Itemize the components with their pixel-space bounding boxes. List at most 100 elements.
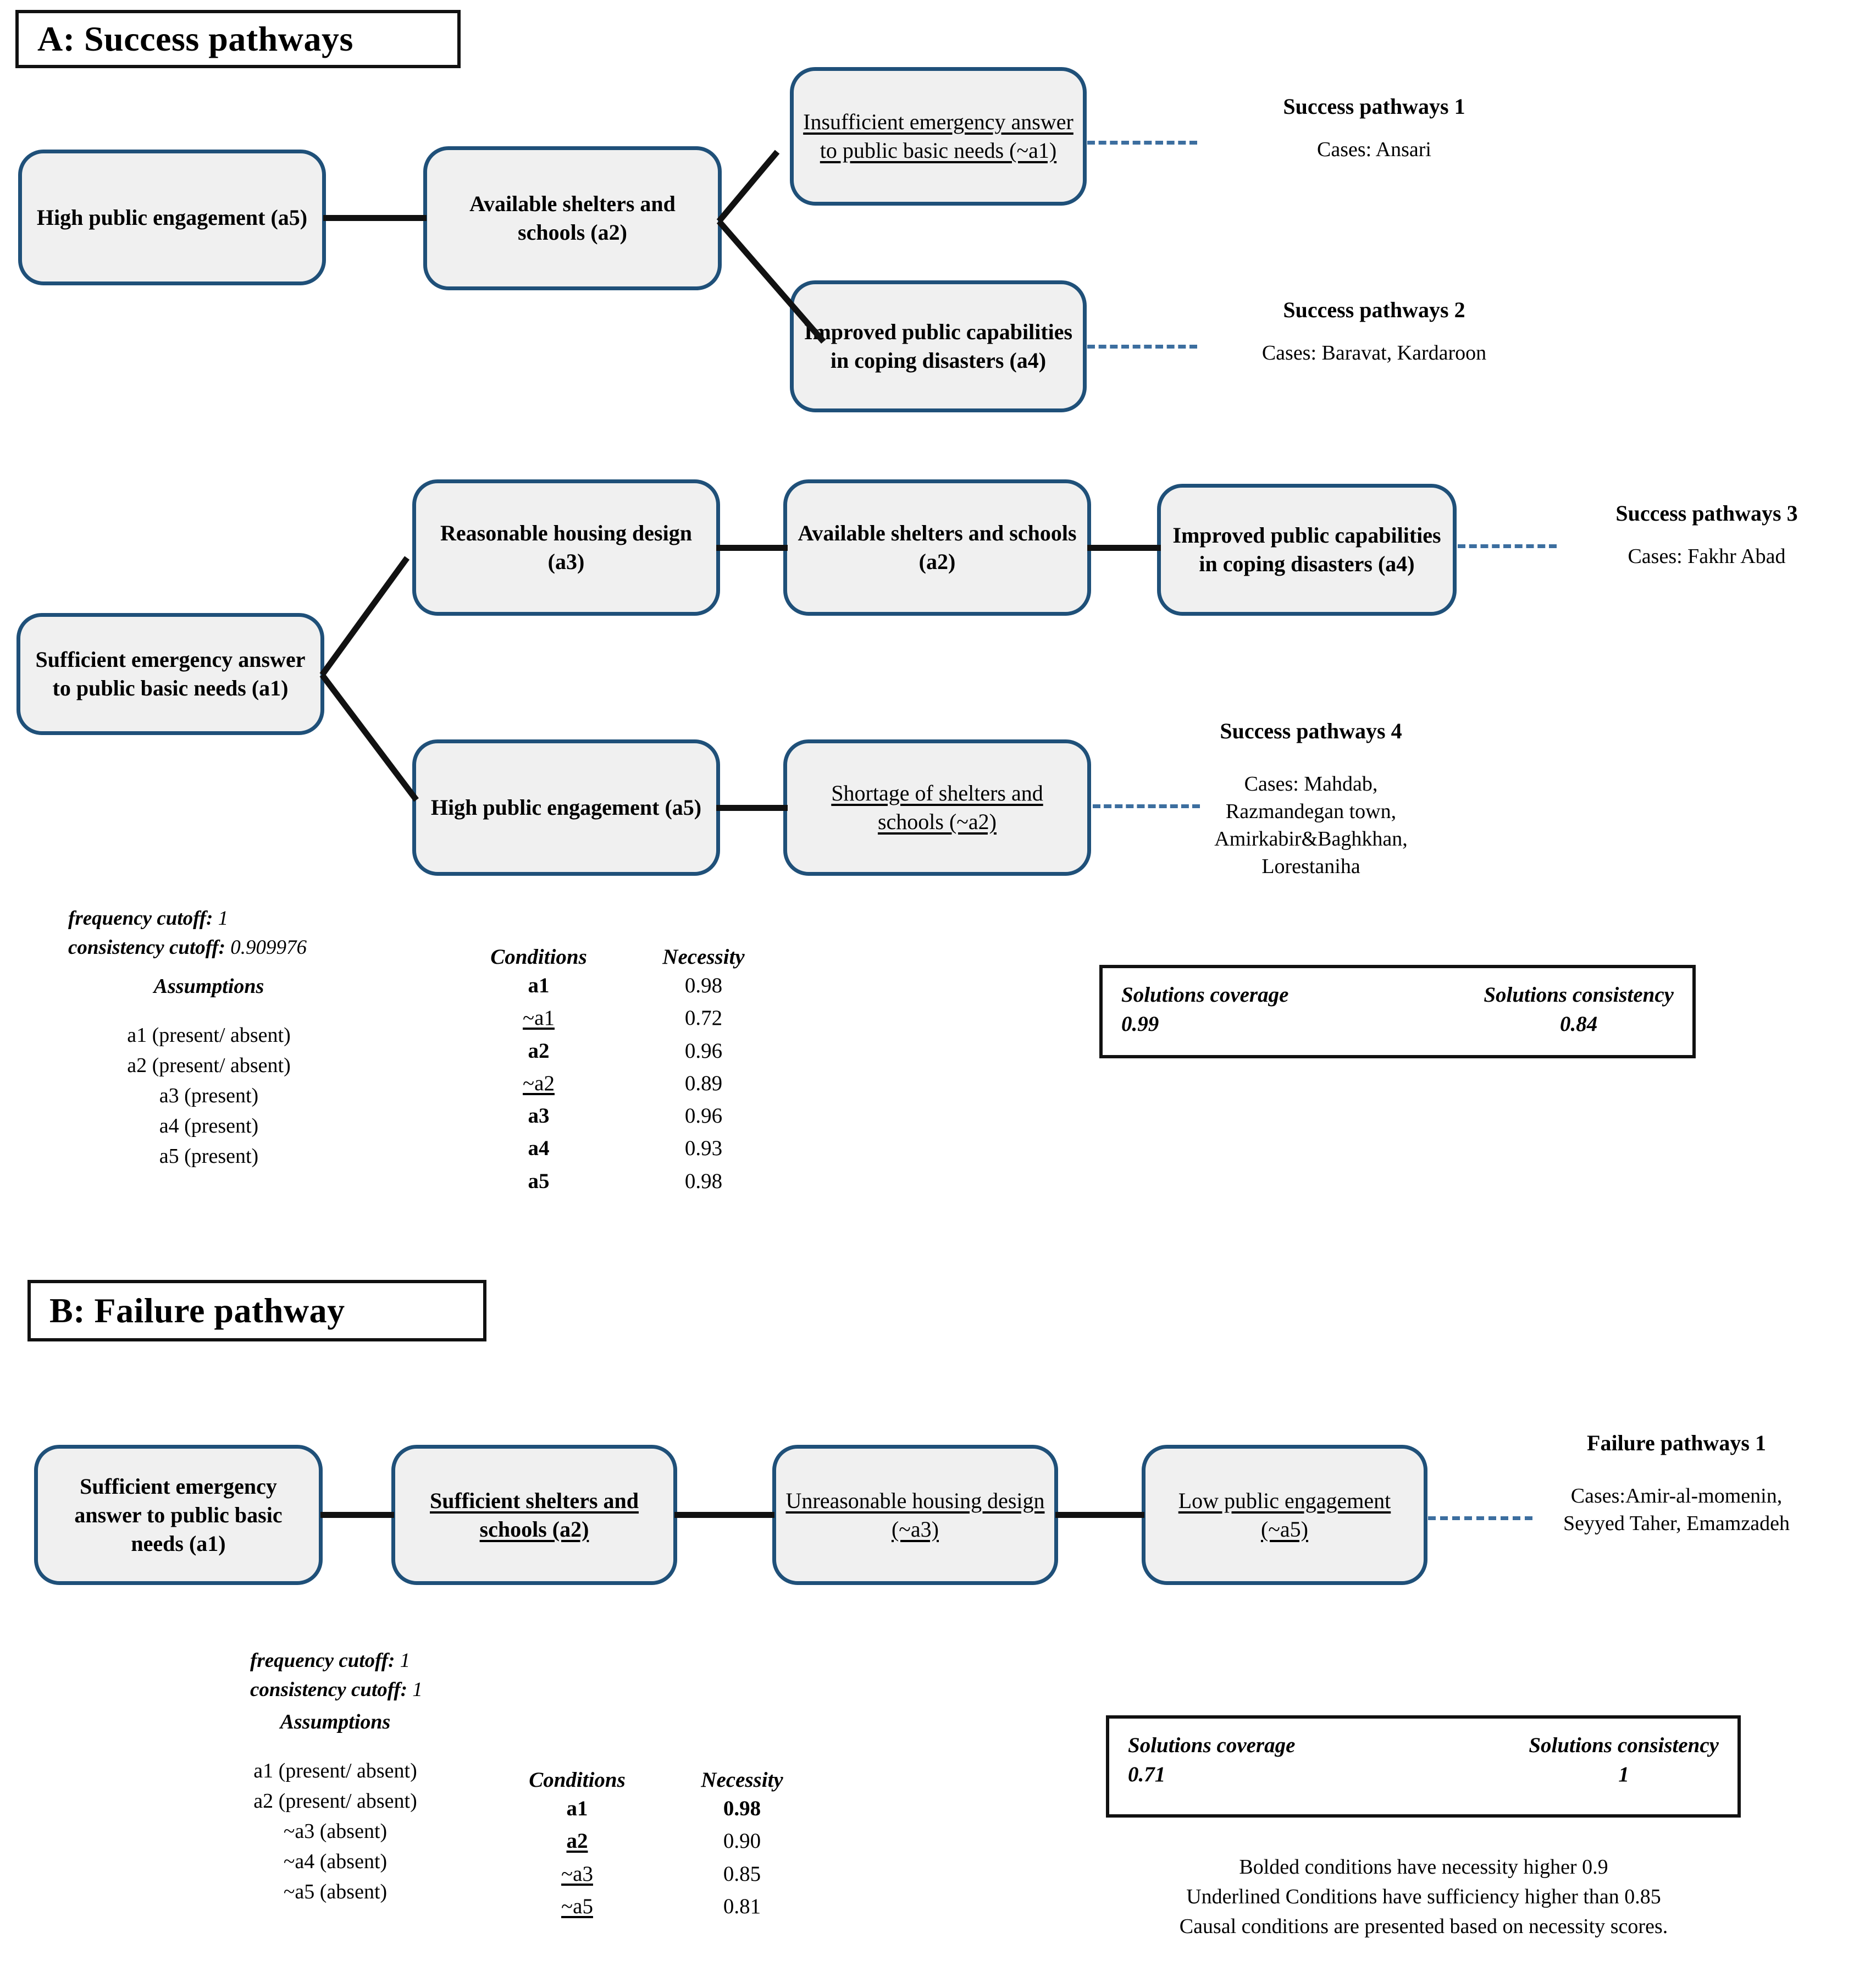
cell-condition: ~a3 — [561, 1862, 593, 1886]
panel-b-necessity-table: Conditions Necessity a1 0.98 a2 0.90 ~a3… — [495, 1768, 824, 1923]
solutions-coverage-value: 0.99 — [1121, 1012, 1159, 1036]
cell-necessity: 0.98 — [684, 974, 723, 997]
pathway-3-cases: Cases: Fakhr Abad — [1628, 545, 1786, 568]
assumption-item: ~a5 (absent) — [283, 1880, 388, 1904]
assumption-item: ~a4 (absent) — [283, 1850, 388, 1874]
cell-necessity: 0.98 — [684, 1169, 723, 1193]
table-row: a1 0.98 — [456, 969, 786, 1002]
node-a4-mid-label: Improved public capabilities in coping d… — [1172, 523, 1441, 576]
panel-a-necessity-table: Conditions Necessity a1 0.98 ~a1 0.72 a2… — [456, 945, 786, 1197]
pathway-caption-3: Success pathways 3 Cases: Fakhr Abad — [1539, 500, 1874, 570]
table-row: ~a5 0.81 — [495, 1890, 824, 1923]
cell-condition: a1 — [566, 1797, 588, 1820]
legend-line-2: Underlined Conditions have sufficiency h… — [1186, 1885, 1661, 1908]
node-a3-mid[interactable]: Reasonable housing design (a3) — [412, 479, 720, 616]
table-row: a4 0.93 — [456, 1132, 786, 1164]
failure-pathway-1-cases: Cases:Amir-al-momenin, Seyyed Taher, Ema… — [1563, 1484, 1790, 1536]
assumption-item: a3 (present) — [159, 1084, 259, 1108]
node-not-a1[interactable]: Insufficient emergency answer to public … — [790, 67, 1087, 206]
connector-b-a2-nota3 — [674, 1512, 774, 1518]
pathway-1-title: Success pathways 1 — [1283, 94, 1465, 119]
node-a5-bot-label: High public engagement (a5) — [430, 795, 702, 820]
cell-necessity: 0.90 — [723, 1829, 761, 1853]
assumption-item: a4 (present) — [159, 1114, 259, 1138]
panel-a-assumptions-heading: Assumptions — [153, 975, 264, 998]
dashed-connector-pathway-4 — [1093, 804, 1200, 808]
node-not-a1-label: Insufficient emergency answer to public … — [803, 109, 1073, 163]
node-b-a2[interactable]: Sufficient shelters and schools (a2) — [391, 1445, 677, 1585]
cell-necessity: 0.96 — [684, 1104, 723, 1128]
connector-b-a1-a2 — [320, 1512, 394, 1518]
solutions-consistency-label: Solutions consistency — [1529, 1733, 1719, 1757]
cell-necessity: 0.98 — [723, 1797, 761, 1820]
node-a4-mid[interactable]: Improved public capabilities in coping d… — [1157, 484, 1457, 616]
panel-b-title: B: Failure pathway — [27, 1280, 486, 1341]
dashed-connector-pathway-3 — [1458, 544, 1557, 548]
failure-pathway-caption-1: Failure pathways 1 Cases:Amir-al-momenin… — [1484, 1420, 1869, 1547]
connector-a1-branch-down — [319, 673, 419, 802]
node-b-a2-label: Sufficient shelters and schools (a2) — [430, 1488, 639, 1542]
pathway-caption-2: Success pathways 2 Cases: Baravat, Karda… — [1187, 297, 1561, 367]
cell-necessity: 0.96 — [684, 1039, 723, 1063]
panel-b-title-text: B: Failure pathway — [49, 1291, 345, 1330]
table-row: a1 0.98 — [495, 1792, 824, 1825]
panel-a-consistency-cutoff: consistency cutoff: 0.909976 — [68, 936, 307, 959]
cell-condition: a2 — [528, 1039, 550, 1063]
dashed-connector-failure-pathway-1 — [1428, 1516, 1532, 1520]
dashed-connector-pathway-2 — [1087, 345, 1197, 349]
node-a2-mid[interactable]: Available shelters and schools (a2) — [783, 479, 1091, 616]
node-a5-bot[interactable]: High public engagement (a5) — [412, 739, 720, 876]
cell-necessity: 0.89 — [684, 1071, 723, 1095]
table-header-row: Conditions Necessity — [456, 945, 786, 969]
table-row: ~a3 0.85 — [495, 1858, 824, 1890]
assumption-item: ~a3 (absent) — [283, 1820, 388, 1843]
connector-b-nota3-nota5 — [1055, 1512, 1144, 1518]
table-header-row: Conditions Necessity — [495, 1768, 824, 1792]
node-a5-top[interactable]: High public engagement (a5) — [18, 150, 326, 285]
panel-b-assumptions: Assumptions a1 (present/ absent) a2 (pre… — [181, 1710, 489, 1907]
connector-a2-branch-up — [716, 150, 780, 224]
node-a4-top-label: Improved public capabilities in coping d… — [804, 319, 1073, 373]
cell-condition: ~a2 — [523, 1071, 555, 1095]
connector-a1-branch-up — [319, 556, 410, 677]
connector-a5-a2 — [323, 215, 427, 221]
node-not-a2[interactable]: Shortage of shelters and schools (~a2) — [783, 739, 1091, 876]
pathway-4-title: Success pathways 4 — [1220, 719, 1402, 743]
solutions-coverage-label: Solutions coverage — [1128, 1733, 1296, 1757]
pathway-caption-4: Success pathways 4 Cases: Mahdab, Razman… — [1138, 708, 1484, 891]
panel-a-solutions-box: Solutions coverage 0.99 Solutions consis… — [1099, 965, 1696, 1058]
solutions-consistency-value: 1 — [1618, 1763, 1629, 1786]
panel-a-cutoffs: frequency cutoff: 1 consistency cutoff: … — [68, 904, 307, 962]
pathway-4-cases: Cases: Mahdab, Razmandegan town, Amirkab… — [1214, 772, 1408, 879]
connector-a2-a4-mid — [1087, 545, 1161, 551]
cell-necessity: 0.81 — [723, 1894, 761, 1918]
node-a2-mid-label: Available shelters and schools (a2) — [798, 521, 1077, 574]
node-a4-top[interactable]: Improved public capabilities in coping d… — [790, 280, 1087, 412]
node-b-not-a5[interactable]: Low public engagement (~a5) — [1142, 1445, 1427, 1585]
panel-b-assumptions-heading: Assumptions — [280, 1710, 391, 1733]
pathway-1-cases: Cases: Ansari — [1317, 138, 1431, 161]
node-b-a1[interactable]: Sufficient emergency answer to public ba… — [34, 1445, 323, 1585]
dashed-connector-pathway-1 — [1087, 141, 1197, 145]
connector-a5-nota2 — [716, 805, 788, 811]
node-a1-mid-label: Sufficient emergency answer to public ba… — [35, 647, 306, 700]
cell-condition: a5 — [528, 1169, 550, 1193]
node-a3-mid-label: Reasonable housing design (a3) — [440, 521, 692, 574]
table-row: ~a1 0.72 — [456, 1002, 786, 1034]
panel-b-consistency-cutoff: consistency cutoff: 1 — [250, 1678, 423, 1701]
node-a5-top-label: High public engagement (a5) — [36, 205, 308, 230]
node-a2-top-label: Available shelters and schools (a2) — [469, 191, 676, 245]
assumption-item: a1 (present/ absent) — [127, 1024, 291, 1047]
connector-a3-a2-mid — [716, 545, 788, 551]
assumption-item: a2 (present/ absent) — [253, 1790, 417, 1813]
table-row: a2 0.96 — [456, 1035, 786, 1067]
panel-a-assumptions: Assumptions a1 (present/ absent) a2 (pre… — [55, 974, 363, 1172]
node-b-not-a3[interactable]: Unreasonable housing design (~a3) — [772, 1445, 1058, 1585]
table-row: a2 0.90 — [495, 1825, 824, 1857]
node-a2-top[interactable]: Available shelters and schools (a2) — [423, 146, 722, 290]
table-row: ~a2 0.89 — [456, 1067, 786, 1100]
node-not-a2-label: Shortage of shelters and schools (~a2) — [831, 781, 1043, 834]
node-a1-mid[interactable]: Sufficient emergency answer to public ba… — [16, 613, 324, 735]
panel-b-frequency-cutoff: frequency cutoff: 1 — [250, 1649, 411, 1672]
